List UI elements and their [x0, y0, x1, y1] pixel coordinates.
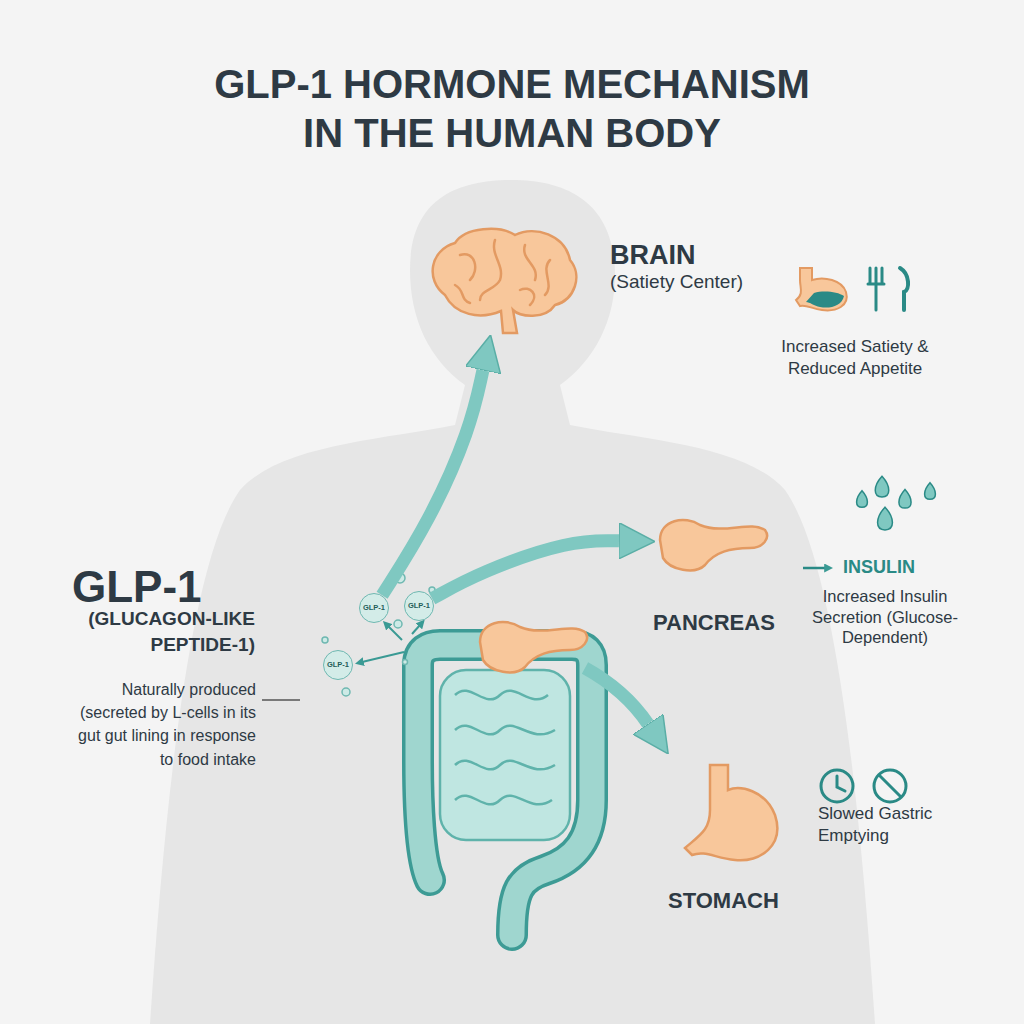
effect-text: Slowed Gastric Emptying — [818, 803, 963, 847]
brain-organ-shape — [433, 229, 577, 333]
molecule-label: GLP-1 — [408, 602, 430, 611]
secretion-arrows — [362, 652, 404, 662]
insulin-arrow — [803, 568, 826, 569]
clock-icon — [821, 770, 853, 802]
clock-icon — [821, 770, 853, 802]
brain-organ-folds — [455, 240, 550, 305]
stop-icon — [874, 770, 906, 802]
large-intestine — [418, 645, 592, 935]
insulin-drop — [925, 483, 936, 500]
insulin-drop — [875, 476, 889, 497]
stop-icon — [874, 770, 906, 802]
stop-icon — [879, 775, 901, 797]
brain-organ: BRAIN(Satiety Center) — [425, 225, 580, 335]
clock-icon — [837, 776, 845, 791]
secretion-arrows — [412, 625, 420, 634]
satiety-icon — [900, 268, 908, 310]
satiety-icon — [806, 292, 844, 308]
pancreas-organ: PANCREAS — [655, 510, 770, 575]
effect-text: Increased Satiety & Reduced Appetite — [755, 336, 955, 380]
diagram-title: GLP-1 HORMONE MECHANISM IN THE HUMAN BOD… — [197, 60, 827, 158]
effect-arrow — [432, 541, 619, 599]
stomach-arrow — [585, 668, 648, 724]
stomach-arrow — [585, 668, 648, 724]
brain-organ-outline — [425, 225, 580, 335]
organ-name: STOMACH — [668, 888, 773, 913]
effect-text: Increased Insulin Secretion (Glucose-Dep… — [790, 586, 980, 648]
molecule-label: GLP-1 — [327, 661, 349, 670]
glp1-molecule: GLP-1 — [323, 650, 353, 680]
insulin-arrow — [803, 567, 826, 570]
leader-line — [262, 699, 300, 701]
pancreas-organ-shape — [660, 520, 767, 570]
organ-subtitle: (Satiety Center) — [610, 271, 765, 293]
large-intestine — [418, 645, 592, 935]
satiety-icon — [796, 268, 908, 310]
stomach-organ: STOMACH — [680, 760, 785, 865]
glp1-dots — [394, 620, 402, 628]
glp1-dots — [342, 688, 350, 696]
organ-name: PANCREAS — [653, 610, 768, 635]
glp1-dots — [322, 637, 328, 643]
hormone-fullname: (GLUCAGON-LIKE PEPTIDE-1) — [50, 606, 255, 657]
molecule-label: GLP-1 — [363, 604, 385, 613]
satiety-icon — [868, 268, 884, 310]
effect-arrow — [382, 370, 483, 595]
insulin-drop — [857, 491, 868, 508]
stomach-organ-outline — [680, 760, 785, 865]
organ-name: BRAIN — [610, 240, 765, 271]
small-intestine — [455, 691, 555, 805]
leader-line — [262, 700, 300, 701]
glp1-dots — [403, 660, 408, 665]
pancreas-organ-outline — [655, 510, 770, 575]
hormone-heading: GLP-1 — [72, 565, 262, 609]
insulin-drops — [857, 476, 936, 530]
insulin-drop — [899, 489, 911, 508]
small-intestine — [440, 670, 570, 840]
satiety-icon — [796, 268, 847, 310]
glp1-molecule: GLP-1 — [404, 591, 434, 621]
pancreas-illustration — [480, 622, 587, 672]
small-intestine — [440, 670, 570, 840]
hormone-name: INSULIN — [843, 556, 953, 579]
note-text: Naturally produced (secreted by L-cells … — [78, 678, 256, 771]
large-intestine — [418, 645, 592, 935]
pancreas-illustration — [480, 622, 587, 672]
secretion-arrows — [362, 625, 420, 662]
glp1-molecule: GLP-1 — [359, 593, 389, 623]
insulin-drop — [878, 507, 893, 530]
body-silhouette — [150, 180, 875, 1024]
stomach-organ-shape — [685, 765, 777, 860]
body-silhouette — [150, 180, 875, 1024]
